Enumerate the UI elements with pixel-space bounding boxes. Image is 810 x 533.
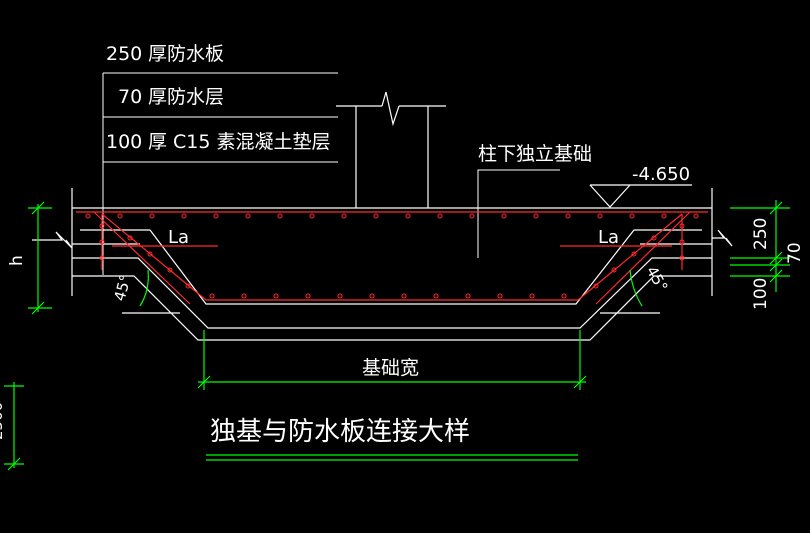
footing-leader-line [477,169,560,258]
dimension-width [197,330,587,390]
dim-partial-label: 2500 [0,402,6,440]
rebar-lines [76,211,708,305]
angle-label-left: 45° [110,273,134,303]
dim-70-label: 70 [785,242,805,264]
elevation-triangle-icon [589,184,692,208]
dimension-partial [4,382,24,471]
anchorage-label-left: La [168,227,189,248]
right-break-line-icon [712,229,733,247]
legend-row-2-desc: 厚防水层 [148,86,224,108]
legend-row-1-desc: 厚防水板 [148,43,224,65]
column-stub [336,91,446,208]
left-break-line-icon [32,231,73,249]
legend-row-3-num: 100 [106,131,142,153]
anchorage-label-right: La [598,227,619,248]
angle-label-right: 45° [643,263,672,295]
footing-name-label: 柱下独立基础 [478,143,592,165]
elevation-label: -4.650 [632,164,690,185]
title-underline [206,454,578,461]
footing-body [72,229,712,305]
dimension-right [730,200,790,292]
dim-h-label: h [7,255,27,266]
dimension-h [28,201,52,315]
dim-100-label: 100 [751,278,771,310]
angle-arcs [139,269,643,307]
drawing-title: 独基与防水板连接大样 [210,417,470,447]
waterproof-slab-outline [71,188,713,341]
break-line-icon [381,91,400,127]
dim-250-label: 250 [751,218,771,250]
dim-width-label: 基础宽 [362,357,419,379]
legend-row-3-desc: 厚 C15 素混凝土垫层 [148,131,331,153]
legend-row-1-num: 250 [106,43,142,65]
legend-row-2-num: 70 [118,86,142,108]
rebar-dots [85,213,699,299]
layer-legend [102,72,338,275]
